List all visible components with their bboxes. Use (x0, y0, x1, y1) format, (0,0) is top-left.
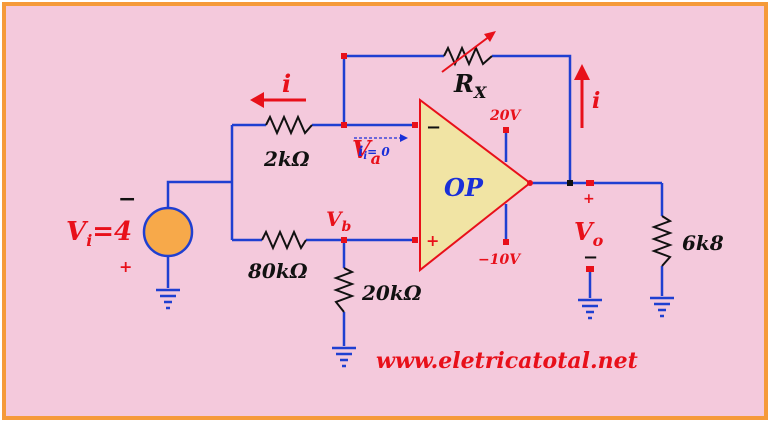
supply-neg-label: −10V (478, 252, 522, 268)
node-feedback-left (341, 53, 347, 59)
vb-label: Vb (326, 207, 352, 235)
ground-vo-icon (578, 298, 602, 320)
pin-noninverting (412, 237, 418, 243)
opamp-noninverting-sign: + (426, 231, 439, 250)
current-arrow-left-icon (250, 92, 306, 108)
terminal-vo-top (586, 180, 594, 186)
vi-plus-sign: + (119, 257, 132, 276)
node-output (567, 180, 573, 186)
pin-supply-pos (503, 127, 509, 133)
current-label-left: i (282, 69, 291, 98)
voltage-source (142, 206, 194, 258)
resistor-20k-label: 20kΩ (361, 281, 422, 305)
resistor-80k-label: 80kΩ (247, 259, 308, 283)
opamp-label: OP (444, 173, 484, 202)
rx-label: RX (453, 69, 487, 102)
diagram-frame (2, 2, 768, 420)
input-current-arrow-icon (354, 134, 408, 142)
resistor-80k (261, 229, 307, 251)
ground-source-icon (156, 288, 180, 310)
vi-minus-sign: − (118, 186, 136, 212)
input-current-label: ii= 0 (358, 144, 390, 162)
resistor-6k8-label: 6k8 (682, 231, 724, 255)
vo-minus-sign: − (583, 247, 598, 268)
terminal-vo-bottom (586, 266, 594, 272)
resistor-2k-label: 2kΩ (263, 147, 310, 171)
opamp-inverting-sign: − (426, 117, 441, 138)
ground-20k-icon (332, 346, 356, 368)
current-arrow-up-icon (574, 64, 590, 128)
va-label: Va (352, 135, 381, 168)
resistor-2k (265, 114, 313, 136)
website-link[interactable]: www.eletricatotal.net (376, 348, 638, 374)
rx-variable-arrow-icon (441, 31, 496, 73)
pin-supply-neg (503, 239, 509, 245)
pin-inverting (412, 122, 418, 128)
pin-output (527, 180, 533, 186)
ground-6k8-icon (650, 296, 674, 318)
wires (166, 54, 664, 346)
wire-feedback-right (492, 54, 572, 183)
wire-source-top (166, 180, 232, 208)
supply-pos-label: 20V (489, 108, 522, 124)
current-label-right: i (592, 88, 600, 114)
resistor-20k (333, 267, 355, 313)
vo-label: Vo (574, 217, 604, 250)
opamp-symbol (419, 97, 532, 273)
resistor-rx (443, 45, 493, 67)
node-va (341, 122, 347, 128)
node-vb (341, 237, 347, 243)
resistor-6k8 (651, 215, 673, 267)
vo-plus-sign: + (583, 191, 595, 207)
vi-label: Vi=4 (66, 217, 132, 250)
